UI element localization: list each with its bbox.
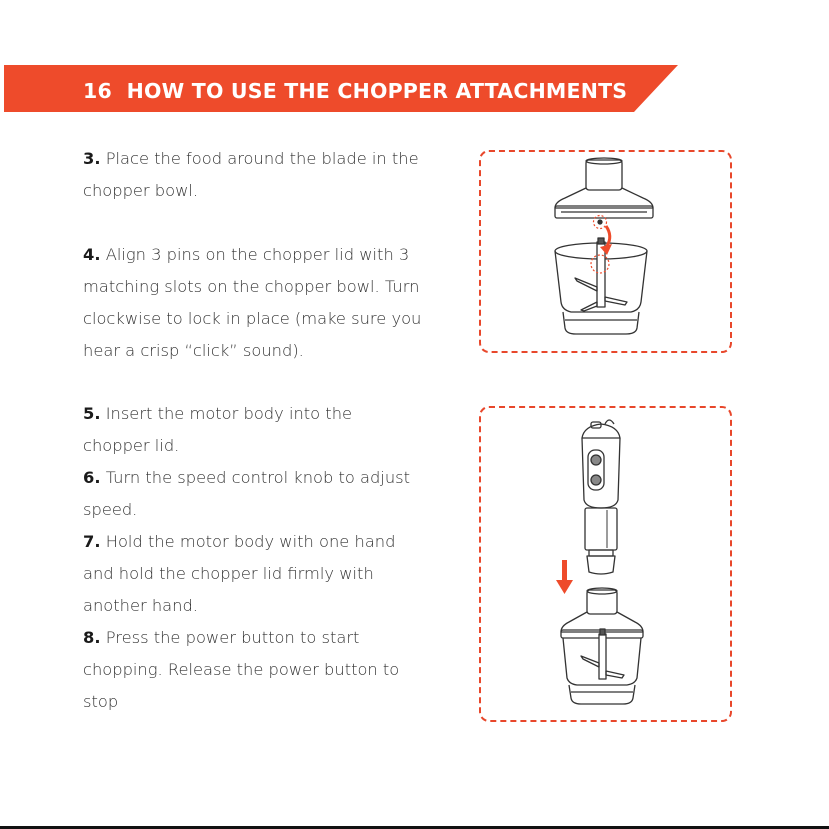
step-5: 5. Insert the motor body into the choppe… [83,404,353,455]
motor-into-chopper-illustration [556,419,644,705]
footer-rule [0,826,829,829]
step-7: 7. Hold the motor body with one hand and… [83,532,396,615]
step-8: 8. Press the power button to start chopp… [83,628,400,711]
steps-block-1: 3. Place the food around the blade in th… [83,143,455,367]
page-title: HOW TO USE THE CHOPPER ATTACHMENTS [126,79,628,103]
steps-block-2: 5. Insert the motor body into the choppe… [83,398,413,718]
step-6: 6. Turn the speed control knob to adjust… [83,468,411,519]
illustration-box-lid-bowl [479,150,732,353]
illustration-box-motor-chopper [479,406,732,722]
step-3: 3. Place the food around the blade in th… [83,149,419,200]
section-banner [4,65,678,112]
chopper-lid-bowl-illustration [554,157,654,335]
page-number: 16 [83,79,112,103]
banner-shape [4,65,678,112]
section-title: 16 HOW TO USE THE CHOPPER ATTACHMENTS [83,77,627,105]
step-4: 4. Align 3 pins on the chopper lid with … [83,245,422,360]
